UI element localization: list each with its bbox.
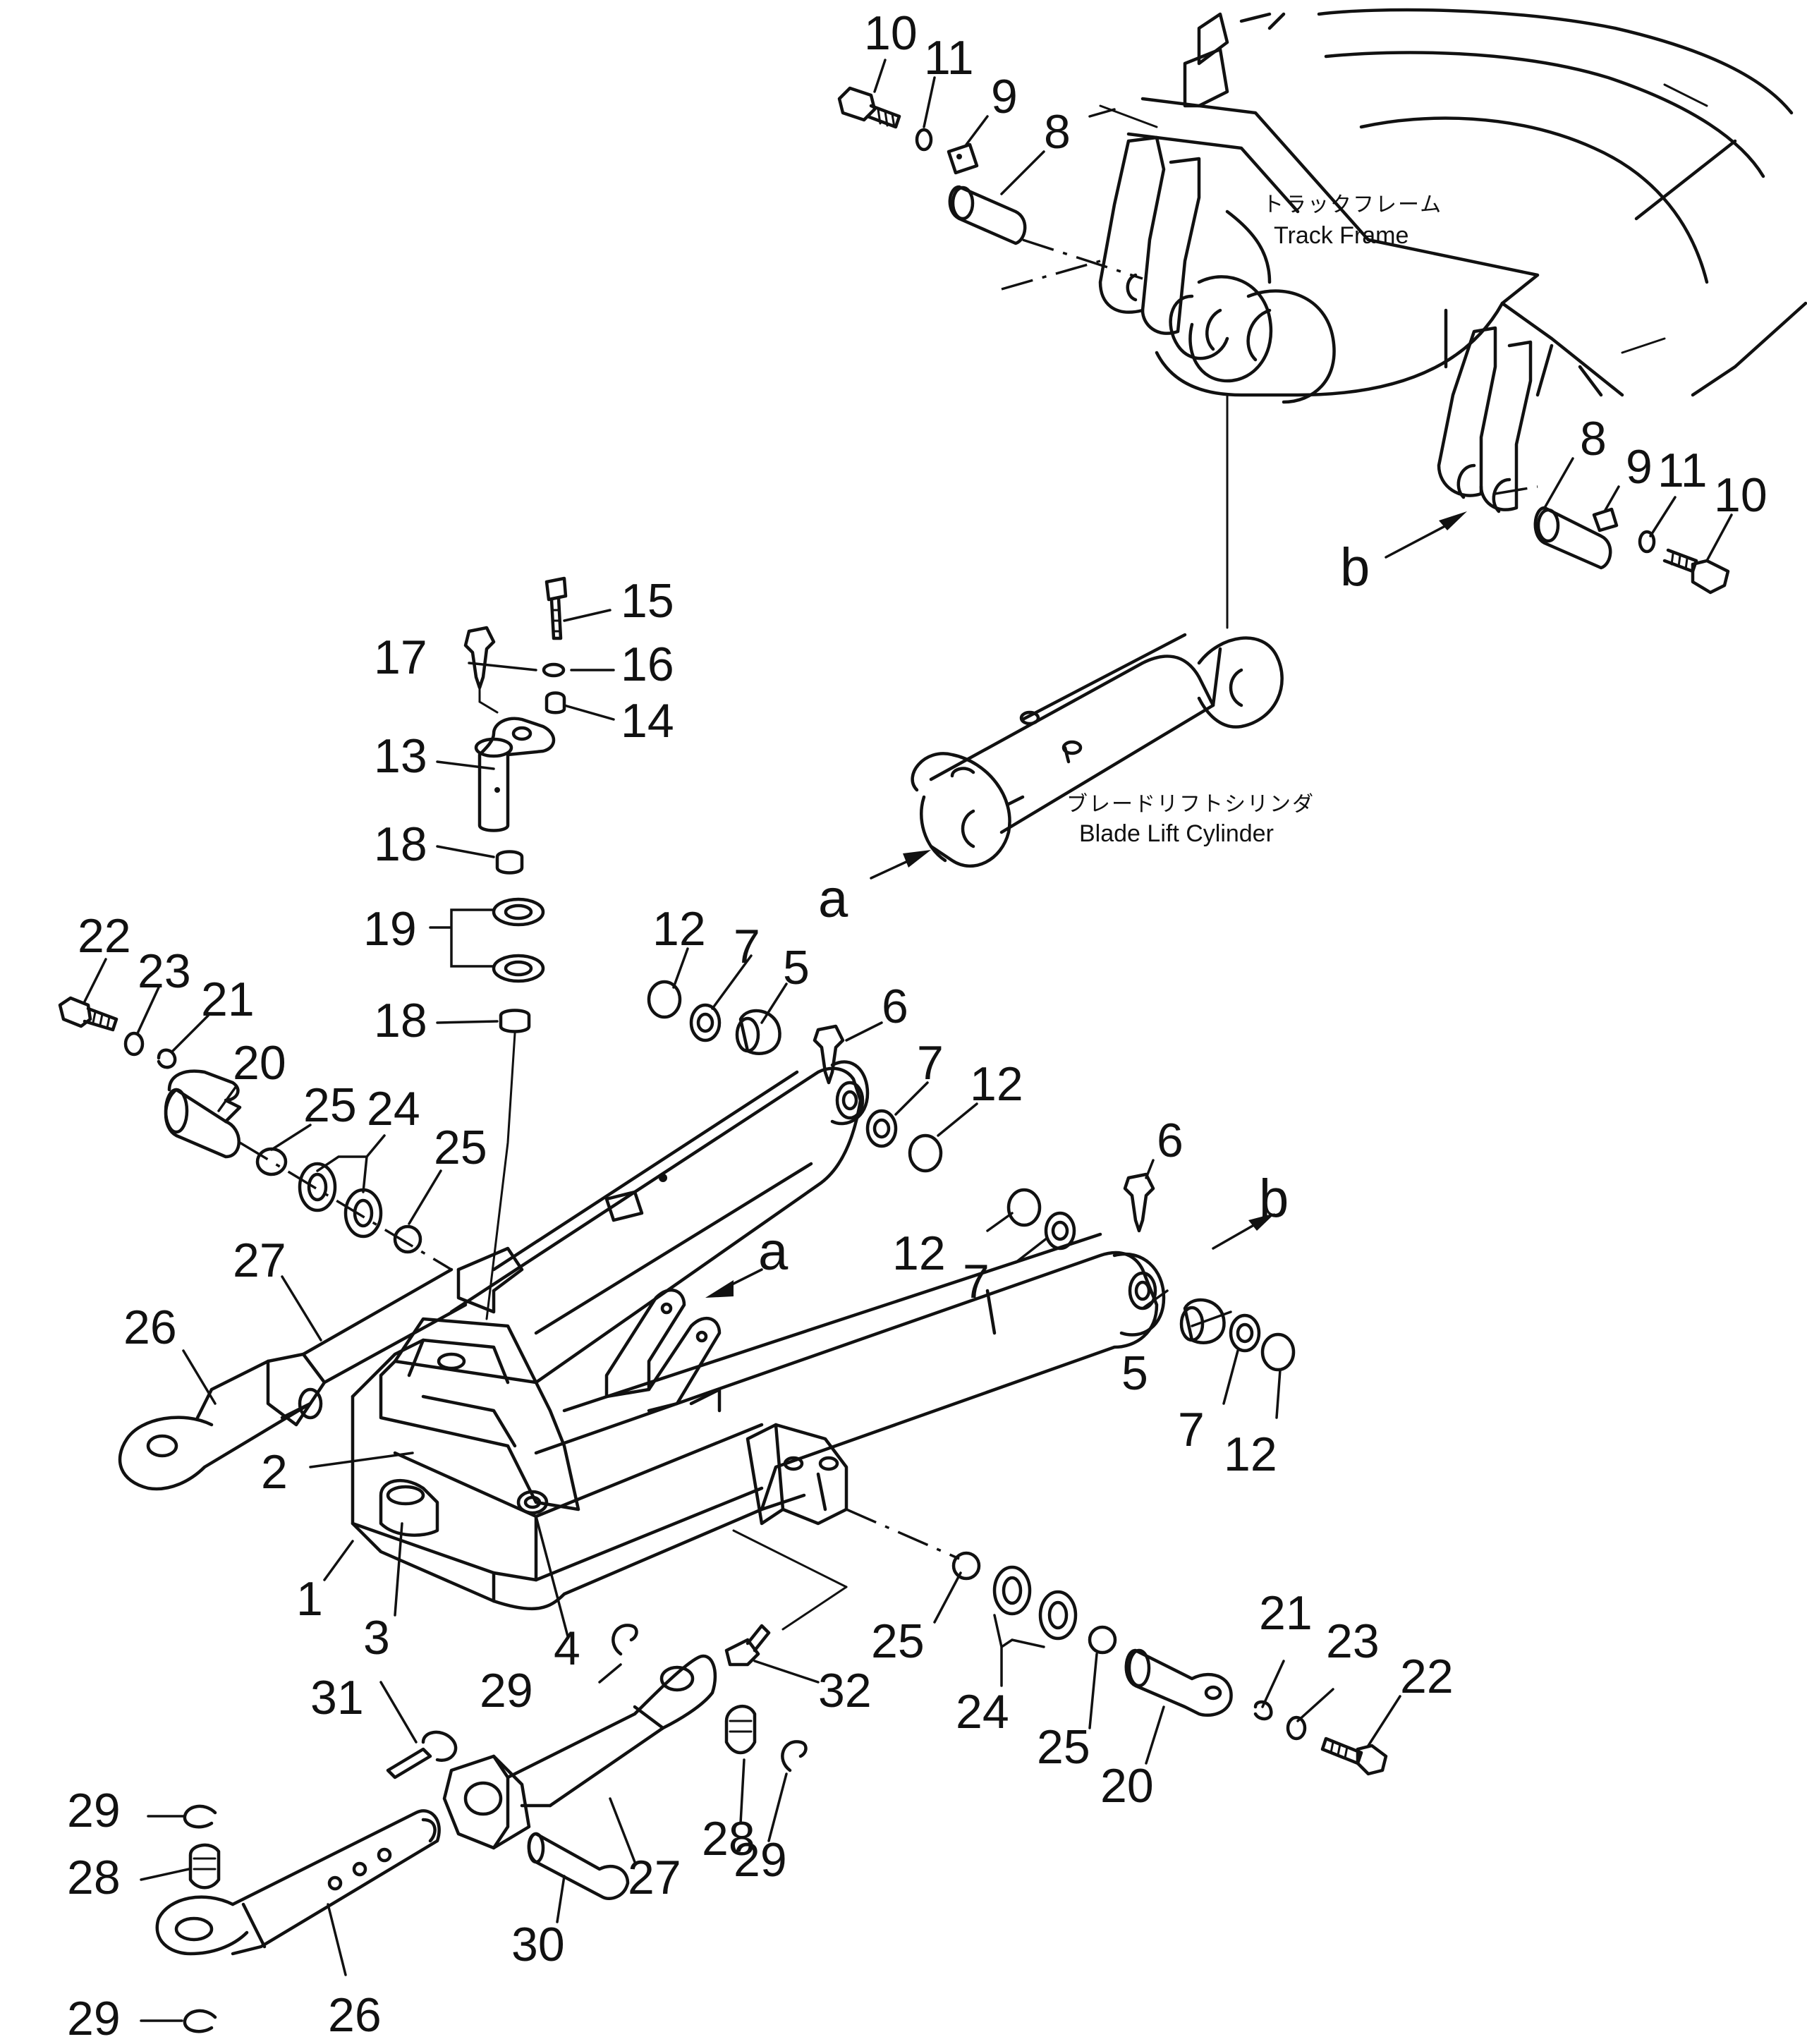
- track-frame-bracket-front: [1098, 135, 1336, 404]
- callout-number: 27: [628, 1851, 681, 1904]
- fastener-group-top: [837, 86, 1027, 245]
- callout-number: 7: [917, 1036, 944, 1090]
- callout-number: 24: [367, 1082, 420, 1136]
- callout-number: 18: [374, 994, 427, 1047]
- callout-number: 25: [1037, 1720, 1090, 1774]
- pin-13-assembly: [463, 576, 568, 1320]
- callout-number: 13: [374, 729, 427, 783]
- callout-number: 22: [1400, 1650, 1454, 1703]
- fastener-group-right: [1533, 506, 1730, 595]
- callout-number: 18: [374, 817, 427, 871]
- callout-number: 29: [734, 1833, 787, 1887]
- callout-number: 31: [310, 1671, 364, 1724]
- callout-number: 9: [1626, 440, 1653, 494]
- callout-number: 30: [511, 1918, 565, 1971]
- callout-number: 11: [924, 31, 974, 85]
- callout-number: 14: [621, 694, 674, 748]
- callout-number: 32: [818, 1664, 872, 1717]
- callout-number: 27: [233, 1234, 286, 1287]
- callout-number: 29: [67, 1992, 121, 2044]
- brace-lower: [155, 1624, 808, 2033]
- callout-number: 6: [882, 980, 908, 1033]
- callout-number: 25: [303, 1078, 357, 1132]
- callout-number: 8: [1580, 412, 1607, 466]
- part-callouts: 10 11 9 8 8 9 11 10 15 16 17 14 13 18 19…: [67, 6, 1768, 2044]
- callout-number: 23: [138, 944, 191, 998]
- brace-upper: [118, 1267, 468, 1491]
- view-letter-b: b: [1340, 537, 1370, 597]
- callout-number: 25: [434, 1121, 487, 1174]
- track-frame-bracket-rear: [1437, 326, 1603, 513]
- leader-lines: [83, 59, 1733, 2022]
- lower-right-pin-group: [846, 1508, 1388, 1776]
- callout-number: 3: [363, 1611, 390, 1665]
- callout-number: 29: [67, 1784, 121, 1837]
- callout-number: 26: [328, 1988, 382, 2042]
- callout-number: 7: [963, 1255, 990, 1308]
- callout-number: 5: [1121, 1346, 1148, 1400]
- callout-number: 12: [652, 902, 706, 956]
- blade-lift-cylinder: [911, 633, 1284, 868]
- callout-number: 26: [123, 1301, 177, 1354]
- callout-number: 12: [892, 1227, 946, 1280]
- callout-number: 6: [1157, 1114, 1184, 1167]
- callout-number: 19: [363, 902, 417, 956]
- callout-number: 25: [871, 1614, 925, 1668]
- callout-number: 5: [783, 941, 810, 994]
- component-labels: トラックフレーム Track Frame ブレードリフトシリンダ Blade L…: [1066, 193, 1442, 847]
- callout-number: 12: [970, 1057, 1023, 1111]
- callout-number: 23: [1326, 1614, 1380, 1668]
- blade-frame: [351, 1060, 1166, 1631]
- callout-number: 24: [956, 1685, 1009, 1739]
- callout-number: 21: [1259, 1586, 1313, 1640]
- track-frame-label-en: Track Frame: [1274, 222, 1409, 249]
- callout-number: 28: [67, 1851, 121, 1904]
- track-frame-label-ja: トラックフレーム: [1263, 193, 1442, 217]
- callout-number: 15: [621, 574, 674, 628]
- callout-number: 12: [1224, 1428, 1277, 1481]
- view-letter-a: a: [758, 1222, 789, 1282]
- callout-number: 21: [201, 973, 255, 1026]
- callout-number: 9: [991, 70, 1018, 123]
- centerline-track-top: [1022, 238, 1143, 280]
- callout-number: 20: [1100, 1759, 1154, 1813]
- view-letter-b: b: [1259, 1169, 1289, 1229]
- callout-number: 1: [296, 1572, 323, 1626]
- callout-number: 16: [621, 638, 674, 691]
- centerline-track-right: [1495, 485, 1538, 495]
- callout-number: 2: [261, 1445, 288, 1499]
- view-letter-a: a: [818, 869, 848, 929]
- callout-number: 7: [734, 920, 760, 973]
- callout-number: 4: [554, 1622, 580, 1675]
- callout-number: 29: [480, 1664, 533, 1717]
- callout-number: 11: [1657, 444, 1708, 497]
- callout-number: 28: [702, 1812, 755, 1866]
- callout-number: 10: [1714, 468, 1768, 522]
- centerline-track-left: [1001, 260, 1101, 291]
- callout-number: 17: [374, 631, 427, 684]
- callout-number: 8: [1044, 105, 1071, 159]
- callout-number: 10: [864, 6, 918, 60]
- callout-number: 22: [78, 909, 131, 963]
- upper-arm-bushing-group: [647, 980, 943, 1173]
- view-letters: a a b b: [758, 537, 1370, 1282]
- blade-lift-cylinder-label-ja: ブレードリフトシリンダ: [1066, 793, 1315, 816]
- callout-number: 7: [1178, 1403, 1205, 1456]
- blade-lift-cylinder-label-en: Blade Lift Cylinder: [1079, 820, 1274, 847]
- callout-number: 20: [233, 1036, 286, 1090]
- track-frame: [1099, 8, 1807, 397]
